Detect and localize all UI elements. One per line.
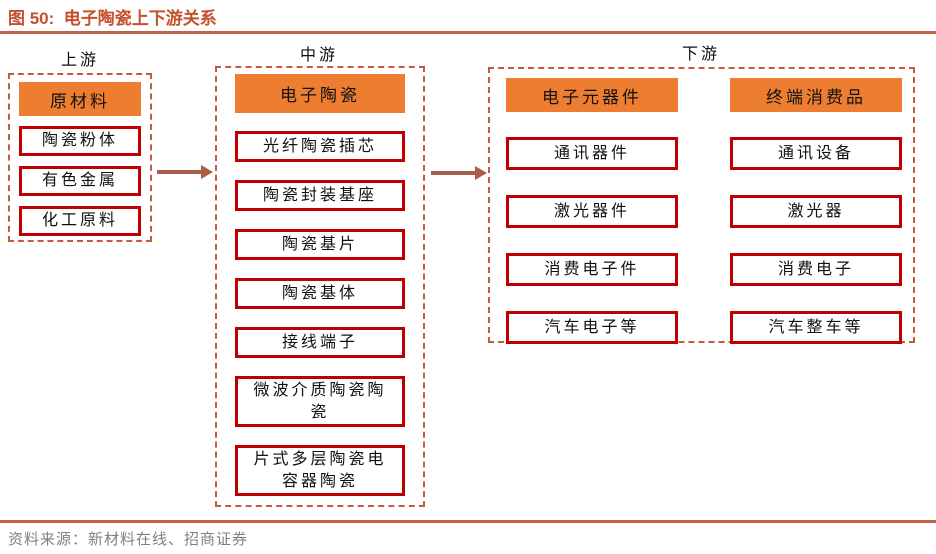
flow-node-midstream-1: 陶瓷封装基座 [235, 180, 405, 211]
downstream-consumer-header: 终端消费品 [730, 78, 902, 112]
flow-node-consumer-1: 激光器 [730, 195, 902, 228]
arrow-line [431, 171, 475, 175]
flow-node-upstream-1: 有色金属 [19, 166, 141, 196]
upstream-header: 原材料 [19, 82, 141, 116]
midstream-header: 电子陶瓷 [235, 74, 405, 113]
flow-node-components-3: 汽车电子等 [506, 311, 678, 344]
midstream-group: 电子陶瓷 光纤陶瓷插芯 陶瓷封装基座 陶瓷基片 陶瓷基体 接线端子 微波介质陶瓷… [215, 66, 425, 507]
source-divider [0, 520, 936, 523]
figure-title: 图 50: 电子陶瓷上下游关系 [8, 9, 217, 28]
flow-node-components-0: 通讯器件 [506, 137, 678, 170]
midstream-label: 中游 [300, 47, 339, 64]
flow-node-midstream-5: 微波介质陶瓷陶瓷 [235, 376, 405, 428]
title-underline [0, 31, 936, 34]
flow-node-midstream-3: 陶瓷基体 [235, 278, 405, 309]
downstream-label: 下游 [682, 46, 721, 63]
downstream-group: 电子元器件 通讯器件 激光器件 消费电子件 汽车电子等 终端消费品 通讯设备 激… [488, 67, 915, 344]
flow-node-midstream-4: 接线端子 [235, 327, 405, 358]
flow-node-midstream-2: 陶瓷基片 [235, 229, 405, 260]
arrow-head [475, 166, 487, 180]
downstream-column-consumer: 终端消费品 通讯设备 激光器 消费电子 汽车整车等 [730, 78, 902, 344]
flow-node-upstream-0: 陶瓷粉体 [19, 126, 141, 156]
arrow-right-icon [157, 165, 213, 179]
flow-node-components-1: 激光器件 [506, 195, 678, 228]
source-note: 资料来源：新材料在线、招商证券 [8, 532, 249, 548]
arrow-head [201, 165, 213, 179]
flow-node-consumer-3: 汽车整车等 [730, 311, 902, 344]
flow-node-upstream-2: 化工原料 [19, 206, 141, 236]
flow-node-consumer-0: 通讯设备 [730, 137, 902, 170]
arrow-right-icon [431, 166, 487, 180]
downstream-column-components: 电子元器件 通讯器件 激光器件 消费电子件 汽车电子等 [506, 78, 678, 344]
arrow-line [157, 170, 201, 174]
flow-node-midstream-6: 片式多层陶瓷电容器陶瓷 [235, 445, 405, 497]
flow-node-consumer-2: 消费电子 [730, 253, 902, 286]
downstream-components-header: 电子元器件 [506, 78, 678, 112]
flow-node-midstream-0: 光纤陶瓷插芯 [235, 131, 405, 162]
upstream-group: 原材料 陶瓷粉体 有色金属 化工原料 [8, 73, 152, 242]
upstream-label: 上游 [61, 52, 100, 69]
flow-node-components-2: 消费电子件 [506, 253, 678, 286]
